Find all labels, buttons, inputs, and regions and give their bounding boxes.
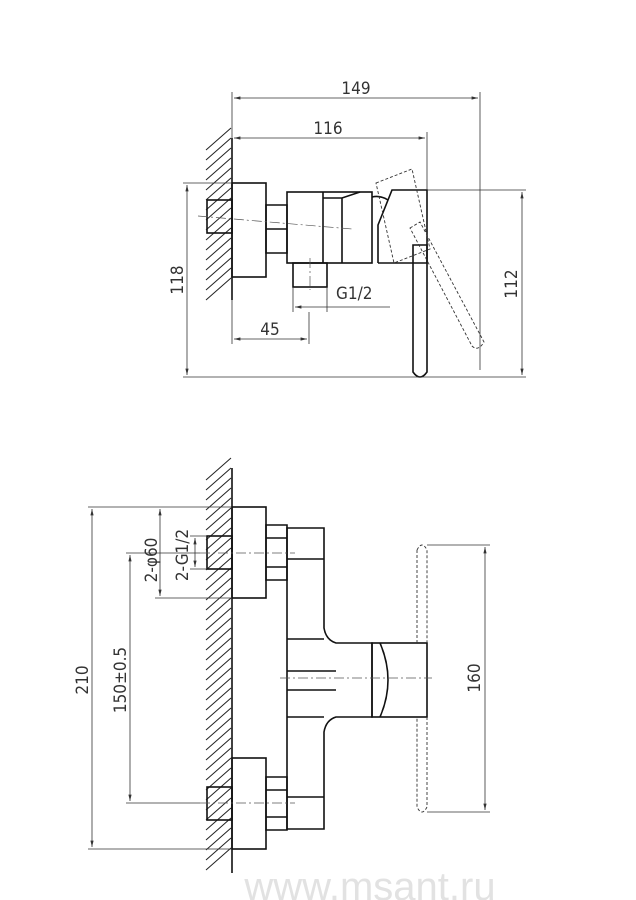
hatch-line: [205, 657, 232, 681]
nut: [265, 204, 288, 254]
hatch-line: [205, 567, 232, 591]
watermark: www.msant.ru: [243, 865, 495, 900]
hatch-line: [205, 217, 232, 241]
hatch-line: [205, 497, 232, 521]
hatch-line: [205, 227, 232, 251]
hatch-line: [205, 257, 232, 281]
upper-wall-plate: [231, 506, 267, 599]
valve-body: [286, 527, 373, 830]
hatch-line: [205, 127, 232, 151]
dim-112-label: 112: [502, 269, 522, 298]
hatch-line: [205, 137, 232, 161]
hatch-line: [205, 627, 232, 651]
hatch-line: [205, 607, 232, 631]
hatch-line: [205, 827, 232, 851]
hatch-line: [205, 157, 232, 181]
hatch-line: [205, 647, 232, 671]
dim-160-label: 160: [465, 663, 485, 692]
side-view: 149 116 118 112 G1/2 45: [168, 79, 526, 378]
hatch-line: [205, 727, 232, 751]
hatch-line: [205, 707, 232, 731]
hatch-line: [205, 807, 232, 831]
hatch-line: [205, 197, 232, 221]
dim-phi60-label: 2-φ60: [142, 538, 162, 583]
handle-dashed: [416, 544, 428, 813]
hatch-line: [205, 457, 232, 481]
upper-nut: [265, 524, 288, 581]
dim-45-label: 45: [260, 320, 279, 340]
hatch-line: [205, 847, 232, 871]
hatch-line: [205, 547, 232, 571]
wall-hatching: [205, 127, 232, 301]
hatch-line: [205, 187, 232, 211]
hatch-line: [205, 637, 232, 661]
hatch-line: [205, 737, 232, 761]
body-detail: [287, 558, 336, 798]
hatch-line: [205, 817, 232, 841]
hatch-line: [205, 177, 232, 201]
dim-116-label: 116: [313, 119, 342, 139]
dim-g12-label: G1/2: [336, 284, 372, 304]
front-view: 210 150±0.5 2-φ60 2-G1/2 160: [73, 457, 490, 873]
hatch-line: [205, 167, 232, 191]
lower-inlet-pipe: [206, 786, 233, 821]
hatch-line: [205, 687, 232, 711]
hatch-line: [205, 667, 232, 691]
dim-118-label: 118: [168, 265, 188, 294]
hatch-line: [205, 747, 232, 771]
hatch-line: [205, 587, 232, 611]
hatch-line: [205, 467, 232, 491]
hatch-line: [205, 577, 232, 601]
hatch-line: [205, 757, 232, 781]
lower-wall-plate: [231, 757, 267, 850]
handle-lever: [412, 244, 428, 378]
hatch-line: [205, 267, 232, 291]
hatch-line: [205, 537, 232, 561]
hatch-line: [205, 527, 232, 551]
dim-210-label: 210: [73, 665, 93, 694]
handle-alt-position: [375, 168, 485, 349]
hatch-line: [205, 777, 232, 801]
cartridge: [371, 642, 428, 718]
centerline: [197, 215, 353, 230]
hatch-line: [205, 147, 232, 171]
hatch-line: [205, 487, 232, 511]
lower-nut: [265, 776, 288, 831]
hatch-line: [205, 477, 232, 501]
hatch-line: [205, 597, 232, 621]
cartridge-cap: [379, 642, 389, 718]
body-detail: [322, 191, 361, 263]
hatch-line: [205, 207, 232, 231]
dim-150-label: 150±0.5: [111, 647, 131, 713]
hatch-line: [205, 677, 232, 701]
cartridge-head: [371, 189, 428, 264]
dim-149-label: 149: [341, 79, 370, 99]
hatch-line: [205, 797, 232, 821]
hatch-line: [205, 697, 232, 721]
hatch-line: [205, 717, 232, 741]
hatch-line: [205, 237, 232, 261]
valve-body: [286, 191, 373, 264]
hatch-line: [205, 247, 232, 271]
upper-inlet-pipe: [206, 535, 233, 570]
hatch-line: [205, 787, 232, 811]
hatch-line: [205, 507, 232, 531]
wall-plate: [231, 182, 267, 278]
hatch-line: [205, 617, 232, 641]
hatch-line: [205, 277, 232, 301]
wall-hatching: [205, 457, 232, 871]
dim-g12-inlet-label: 2-G1/2: [173, 529, 193, 581]
